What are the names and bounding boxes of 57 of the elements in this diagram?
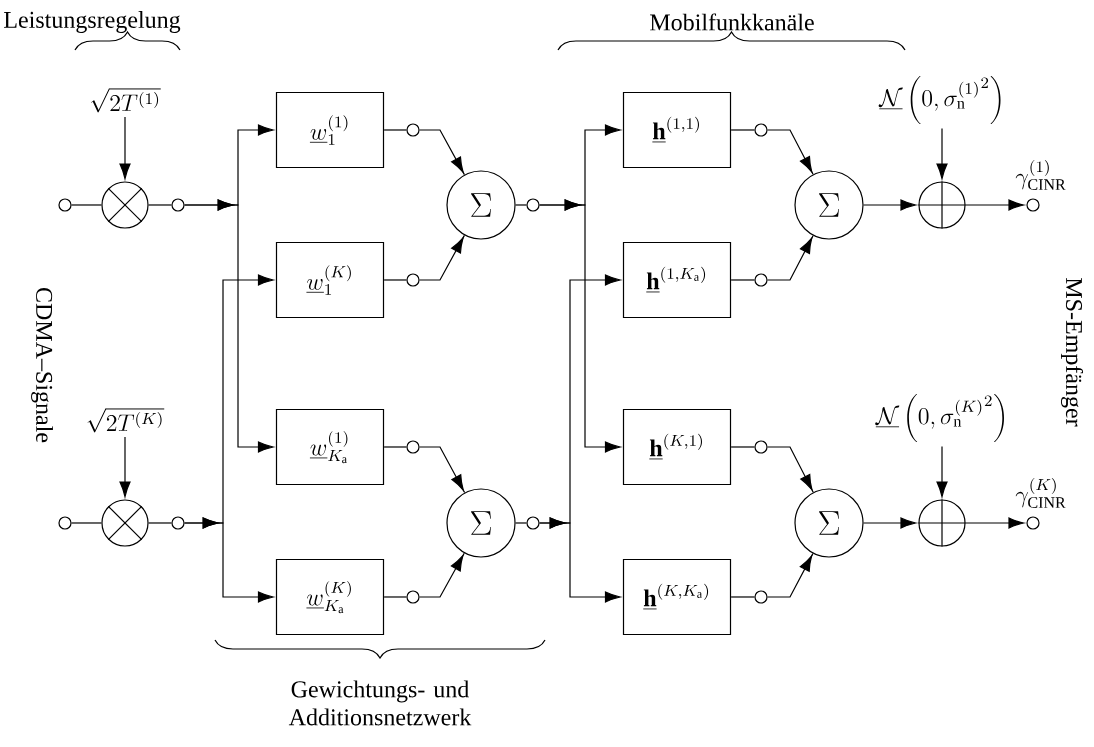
filter-box: $\underline{\mathbf{h}}^{(1,1)}$ bbox=[622, 91, 732, 169]
heading-label: Leistungsregelung bbox=[4, 11, 181, 33]
arrow bbox=[936, 446, 948, 498]
filter-box: $\underline{\mathbf{h}}^{(K,K_\mathrm{a})}$ bbox=[622, 558, 732, 636]
arrow bbox=[419, 446, 466, 494]
formula-label: $\sqrt{2T^{(K)}}$ bbox=[87, 408, 165, 433]
arrow bbox=[936, 128, 948, 180]
arrow bbox=[419, 129, 465, 176]
arrow bbox=[539, 199, 621, 453]
filter-box: $\underline{w}_{K_\mathrm{a}}^{(K)}$ bbox=[275, 558, 385, 636]
arrow bbox=[965, 199, 1025, 211]
arrow bbox=[184, 199, 274, 453]
arrow bbox=[184, 517, 274, 603]
heading-label: Gewichtungs- und Additionsnetzwerk bbox=[288, 680, 472, 726]
adder-symbol bbox=[917, 498, 967, 548]
arrow bbox=[119, 116, 131, 180]
arrow bbox=[419, 234, 465, 281]
connector-line bbox=[515, 522, 527, 524]
output-label: $\gamma_\mathrm{CINR}^{(1)}$ bbox=[1015, 160, 1066, 190]
filter-box: $\underline{w}_{K_\mathrm{a}}^{(1)}$ bbox=[275, 408, 385, 486]
side-label: CDMA–Signale bbox=[31, 287, 53, 443]
formula-label: $\underline{\mathcal{N}}\left(0,{\sigma_\mathrm{n}^{(1)}}^2\right)$ bbox=[878, 75, 1001, 124]
connector-line bbox=[383, 446, 407, 448]
connector-line bbox=[730, 596, 755, 598]
arrow bbox=[419, 552, 465, 598]
output-label: $\gamma_\mathrm{CINR}^{(K)}$ bbox=[1015, 478, 1066, 508]
multiplier-symbol bbox=[101, 499, 149, 547]
arrow bbox=[863, 517, 917, 529]
arrow bbox=[767, 235, 814, 281]
arrow bbox=[767, 446, 814, 493]
heading-label: Mobilfunkkanäle bbox=[650, 13, 814, 31]
multiplier-symbol bbox=[101, 181, 149, 229]
connector-line bbox=[730, 129, 755, 131]
arrow bbox=[767, 129, 814, 175]
adder-symbol bbox=[917, 180, 967, 230]
connector-line bbox=[148, 522, 172, 524]
arrow bbox=[767, 553, 814, 598]
formula-label: $\sqrt{2T^{(1)}}$ bbox=[91, 88, 161, 113]
arrow bbox=[539, 517, 621, 603]
arrow bbox=[863, 199, 917, 211]
connector-line bbox=[71, 204, 102, 206]
connector-line bbox=[383, 279, 407, 281]
connector-line bbox=[148, 204, 172, 206]
connector-line bbox=[383, 596, 407, 598]
formula-label: $\underline{\mathcal{N}}\left(0,{\sigma_\mathrm{n}^{(K)}}^2\right)$ bbox=[875, 394, 1004, 442]
arrow bbox=[119, 436, 131, 498]
connector-line bbox=[383, 129, 407, 131]
connector-line bbox=[515, 204, 527, 206]
filter-box: $\underline{w}_1^{(1)}$ bbox=[275, 91, 385, 169]
filter-box: $\underline{w}_1^{(K)}$ bbox=[275, 241, 385, 319]
arrow bbox=[965, 517, 1025, 529]
filter-box: $\underline{\mathbf{h}}^{(1,K_\mathrm{a})}$ bbox=[622, 241, 732, 319]
connector-line bbox=[71, 522, 102, 524]
filter-box: $\underline{\mathbf{h}}^{(K,1)}$ bbox=[622, 408, 732, 486]
connector-line bbox=[730, 446, 755, 448]
connector-line bbox=[730, 279, 755, 281]
side-label: MS-Empfänger bbox=[1060, 278, 1084, 427]
